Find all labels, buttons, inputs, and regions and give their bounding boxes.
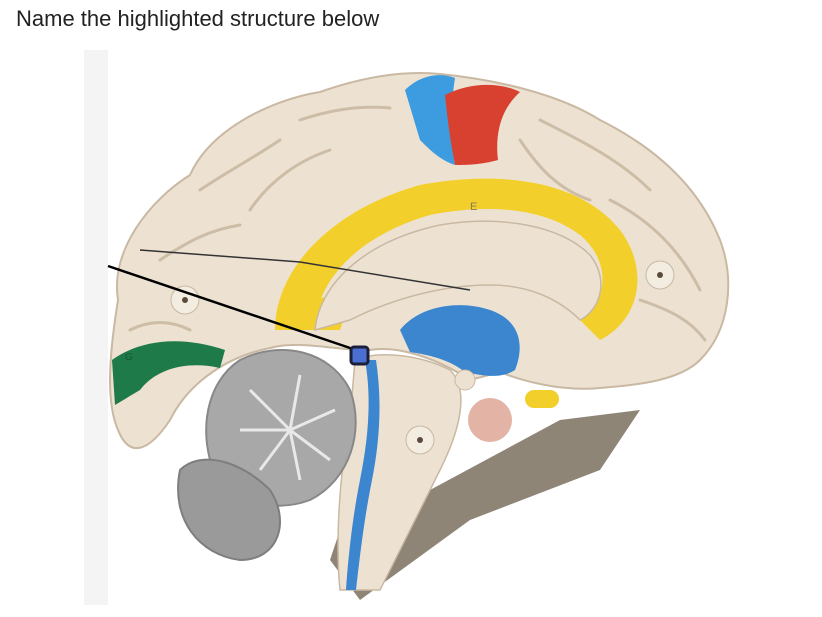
arbor-vitae — [240, 374, 336, 481]
cerebral-aqueduct — [346, 360, 380, 590]
visual-cortex — [112, 341, 225, 405]
optic-nerve — [525, 390, 559, 408]
sensory-area-blue — [405, 75, 455, 165]
lower-cerebellum — [177, 458, 281, 562]
base-shadow — [330, 410, 640, 600]
background-panel — [84, 50, 108, 605]
label-e: E — [470, 201, 477, 213]
gyri-lines — [128, 105, 707, 342]
question-text: Name the highlighted structure below — [16, 6, 380, 31]
brain-model-svg: E G — [84, 50, 730, 605]
cingulate-gyrus — [275, 178, 638, 340]
brain-figure: E G — [0, 40, 822, 617]
highlighted-structure[interactable] — [349, 345, 370, 366]
motor-area-red — [445, 84, 520, 165]
pituitary — [468, 398, 512, 442]
cerebellum — [205, 349, 357, 507]
label-g: G — [125, 352, 133, 363]
ventricle — [400, 305, 520, 376]
mounting-pegs — [170, 260, 675, 455]
reference-line — [139, 249, 471, 291]
mammillary — [454, 369, 476, 391]
pointer-line — [107, 264, 357, 352]
